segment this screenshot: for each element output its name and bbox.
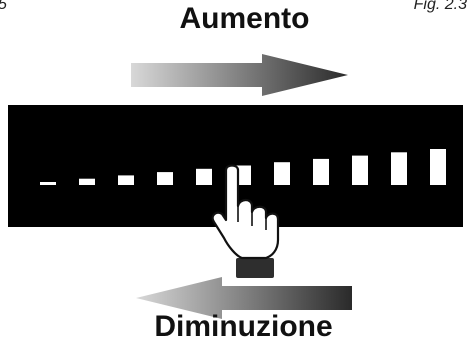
pointing-hand-icon	[211, 164, 280, 278]
slider-segment[interactable]	[391, 152, 407, 185]
slider-segment[interactable]	[118, 175, 134, 185]
slider-segment[interactable]	[352, 155, 368, 185]
increase-label: Aumento	[179, 2, 310, 35]
slider-segment[interactable]	[157, 172, 173, 185]
slider-segment[interactable]	[430, 149, 446, 185]
decrease-label: Diminuzione	[154, 310, 333, 343]
slider-segment[interactable]	[313, 158, 329, 185]
slider-segment[interactable]	[196, 168, 212, 185]
slider-segment[interactable]	[40, 182, 56, 185]
figure-number-left: 5	[0, 0, 7, 14]
figure-caption: Fig. 2.3	[413, 0, 467, 13]
slider-segment[interactable]	[79, 178, 95, 185]
arrow-left-icon	[136, 277, 352, 319]
slider-segment[interactable]	[274, 162, 290, 185]
arrow-right-icon	[131, 54, 348, 96]
